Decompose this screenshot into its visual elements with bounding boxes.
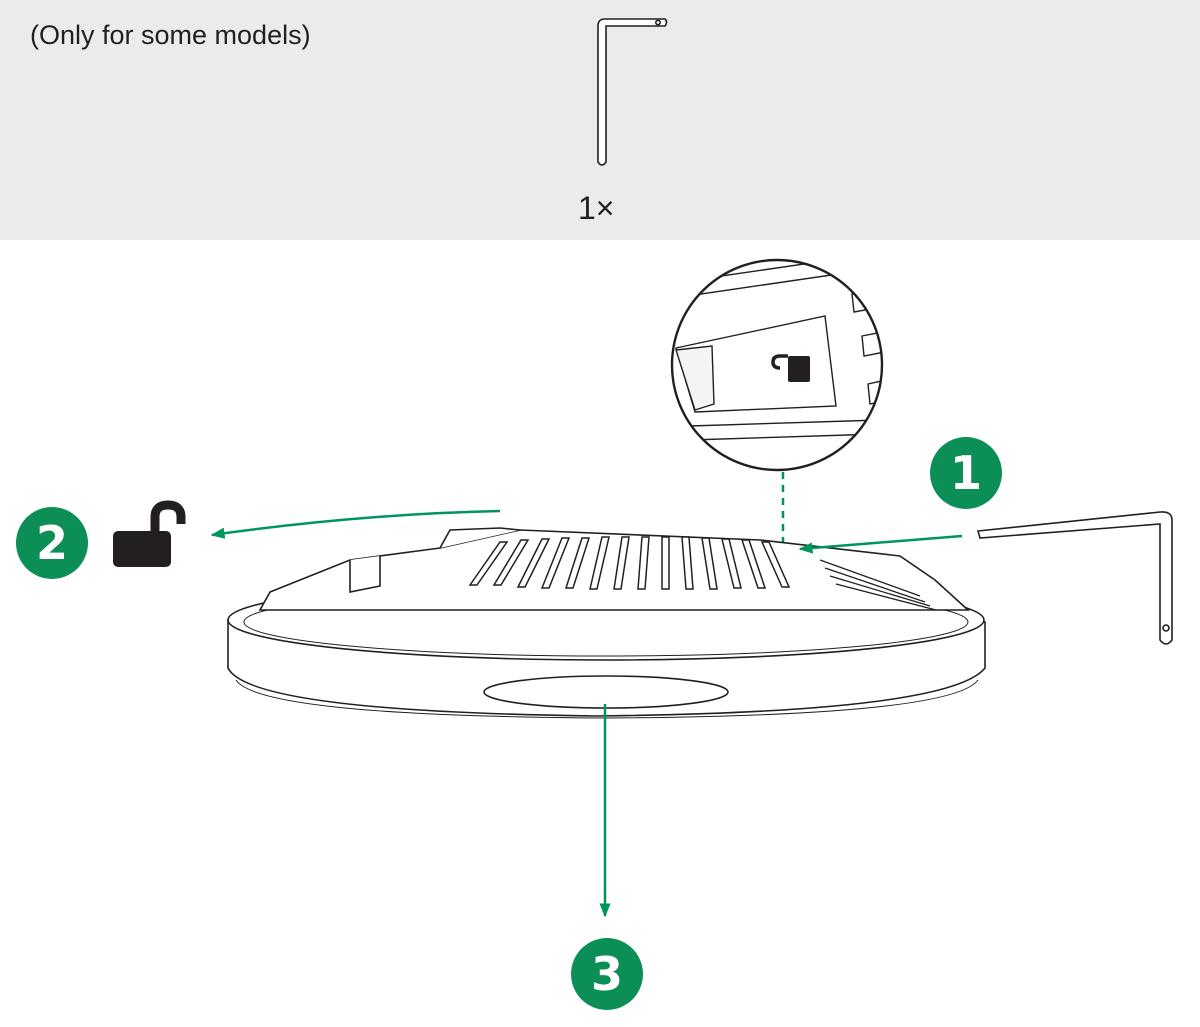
- step-3-badge: 3: [571, 938, 643, 1010]
- open-padlock-icon: [113, 500, 186, 567]
- access-point-device: [227, 527, 986, 719]
- step-2-badge: 2: [16, 507, 88, 579]
- small-padlock-icon: [771, 354, 810, 382]
- insert-key-arrow: [798, 534, 963, 554]
- zoom-detail: [670, 258, 884, 472]
- release-key: [976, 511, 1173, 645]
- step-1-badge: 1: [930, 437, 1002, 509]
- model-note: (Only for some models): [30, 20, 311, 50]
- l-key-illustration: [597, 18, 668, 166]
- quantity-label: 1×: [578, 190, 615, 226]
- slide-arrow: [210, 509, 501, 539]
